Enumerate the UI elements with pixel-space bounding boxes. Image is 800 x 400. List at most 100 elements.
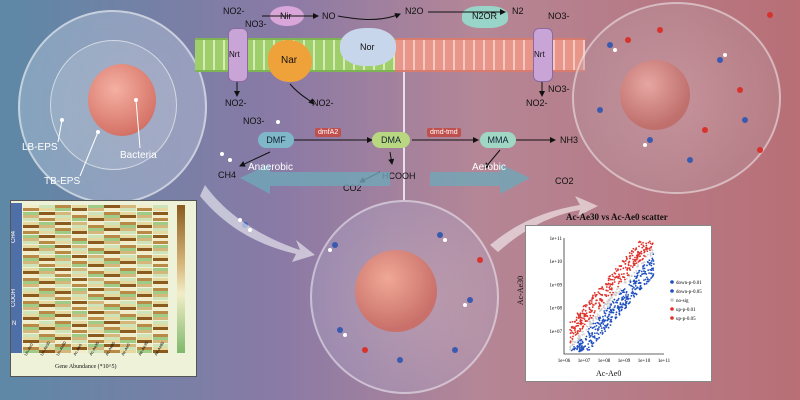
heatmap-cell xyxy=(120,343,137,347)
heatmap-cell xyxy=(23,290,39,294)
heatmap-cell xyxy=(152,284,169,288)
heatmap-cell xyxy=(104,218,120,222)
scatter-ylabel: Ac-Ae30 xyxy=(516,275,526,306)
scatter-point xyxy=(591,296,594,298)
scatter-point xyxy=(633,280,636,282)
scatter-point xyxy=(598,326,600,329)
scatter-point xyxy=(588,332,591,335)
heatmap-cell xyxy=(87,221,104,225)
heatmap-cell xyxy=(23,310,39,314)
heatmap-cell xyxy=(23,214,39,218)
scatter-point xyxy=(648,272,650,275)
scatter-point xyxy=(607,300,610,303)
heatmap-cell xyxy=(104,271,120,274)
scatter-point xyxy=(577,313,579,316)
scatter-point xyxy=(581,345,583,348)
scatter-point xyxy=(579,320,582,323)
scatter-point xyxy=(572,335,574,338)
scatter-point xyxy=(590,310,593,313)
scatter-point xyxy=(576,337,579,340)
heatmap-cell xyxy=(71,221,88,225)
heatmap-cell xyxy=(104,241,120,245)
heatmap-cell xyxy=(104,238,120,241)
heatmap-cell xyxy=(71,251,88,255)
scatter-legend-marker xyxy=(670,289,674,293)
scatter-point xyxy=(599,317,602,319)
scatter-point xyxy=(575,325,578,327)
nrt-transporter-right xyxy=(533,28,553,82)
scatter-point xyxy=(652,263,655,265)
heatmap-cell xyxy=(152,205,169,208)
no3-top-right-label: NO3- xyxy=(548,11,570,21)
heatmap-cell xyxy=(55,287,72,291)
heatmap-row xyxy=(23,221,169,225)
heatmap-cell xyxy=(104,228,120,232)
heatmap-colorbar xyxy=(177,205,185,353)
heatmap-row xyxy=(23,327,169,331)
scatter-point xyxy=(607,294,610,297)
heatmap-cell xyxy=(136,340,153,344)
heatmap-cell xyxy=(23,241,39,245)
scatter-y-tick: 1e+11 xyxy=(550,237,563,242)
scatter-point xyxy=(587,343,590,345)
heatmap-cell xyxy=(55,313,72,317)
scatter-point xyxy=(609,324,612,326)
heatmap-cell xyxy=(136,274,153,278)
scatter-point xyxy=(578,350,581,353)
heatmap-cell xyxy=(136,337,153,340)
scatter-point xyxy=(632,286,635,289)
heatmap-cell xyxy=(120,346,137,350)
scatter-point xyxy=(581,330,584,333)
scatter-point xyxy=(604,330,607,333)
heatmap-cell xyxy=(23,343,39,347)
scatter-point xyxy=(624,266,627,269)
heatmap-cell xyxy=(136,350,153,354)
scatter-point xyxy=(649,272,652,275)
heatmap-cell xyxy=(71,224,88,228)
scatter-point xyxy=(601,333,604,335)
heatmap-cell xyxy=(23,317,39,321)
scatter-point xyxy=(644,270,647,273)
heatmap-cell xyxy=(71,317,88,321)
scatter-point xyxy=(625,294,627,296)
scatter-point xyxy=(596,338,599,340)
scatter-point xyxy=(577,332,579,335)
heatmap-cell xyxy=(136,251,153,255)
scatter-point xyxy=(647,241,650,244)
heatmap-cell xyxy=(87,241,104,245)
scatter-point xyxy=(588,308,591,311)
heatmap-cell xyxy=(39,238,55,241)
scatter-point xyxy=(635,258,638,261)
scatter-point xyxy=(580,316,583,319)
heatmap-cell xyxy=(152,267,169,271)
scatter-point xyxy=(569,328,572,331)
heatmap-cell xyxy=(55,300,72,304)
scatter-point xyxy=(601,315,604,318)
heatmap-row xyxy=(23,346,169,350)
heatmap-cell xyxy=(87,208,104,212)
heatmap-cell xyxy=(39,267,55,271)
heatmap-cell xyxy=(39,294,55,298)
heatmap-cell xyxy=(39,333,55,337)
mma-node: MMA xyxy=(480,132,516,148)
scatter-legend-marker xyxy=(670,298,674,302)
scatter-point xyxy=(584,309,587,312)
scatter-point xyxy=(594,310,596,312)
heatmap-cell xyxy=(152,274,169,278)
scatter-point xyxy=(601,286,604,289)
scatter-point xyxy=(569,345,572,348)
heatmap-cell xyxy=(55,221,72,225)
scatter-point xyxy=(638,255,641,258)
scatter-point xyxy=(597,333,600,335)
scatter-legend-label: down-p-0.01 xyxy=(676,281,702,286)
scatter-point xyxy=(628,268,631,270)
scatter-point xyxy=(601,319,604,322)
scatter-point xyxy=(596,315,599,318)
scatter-point xyxy=(570,329,573,332)
heatmap-row xyxy=(23,323,169,327)
eps-pointer-lines xyxy=(57,98,141,177)
heatmap-cell xyxy=(71,284,88,288)
heatmap-row xyxy=(23,294,169,298)
heatmap-cell xyxy=(87,277,104,281)
nar-enzyme xyxy=(268,40,312,82)
